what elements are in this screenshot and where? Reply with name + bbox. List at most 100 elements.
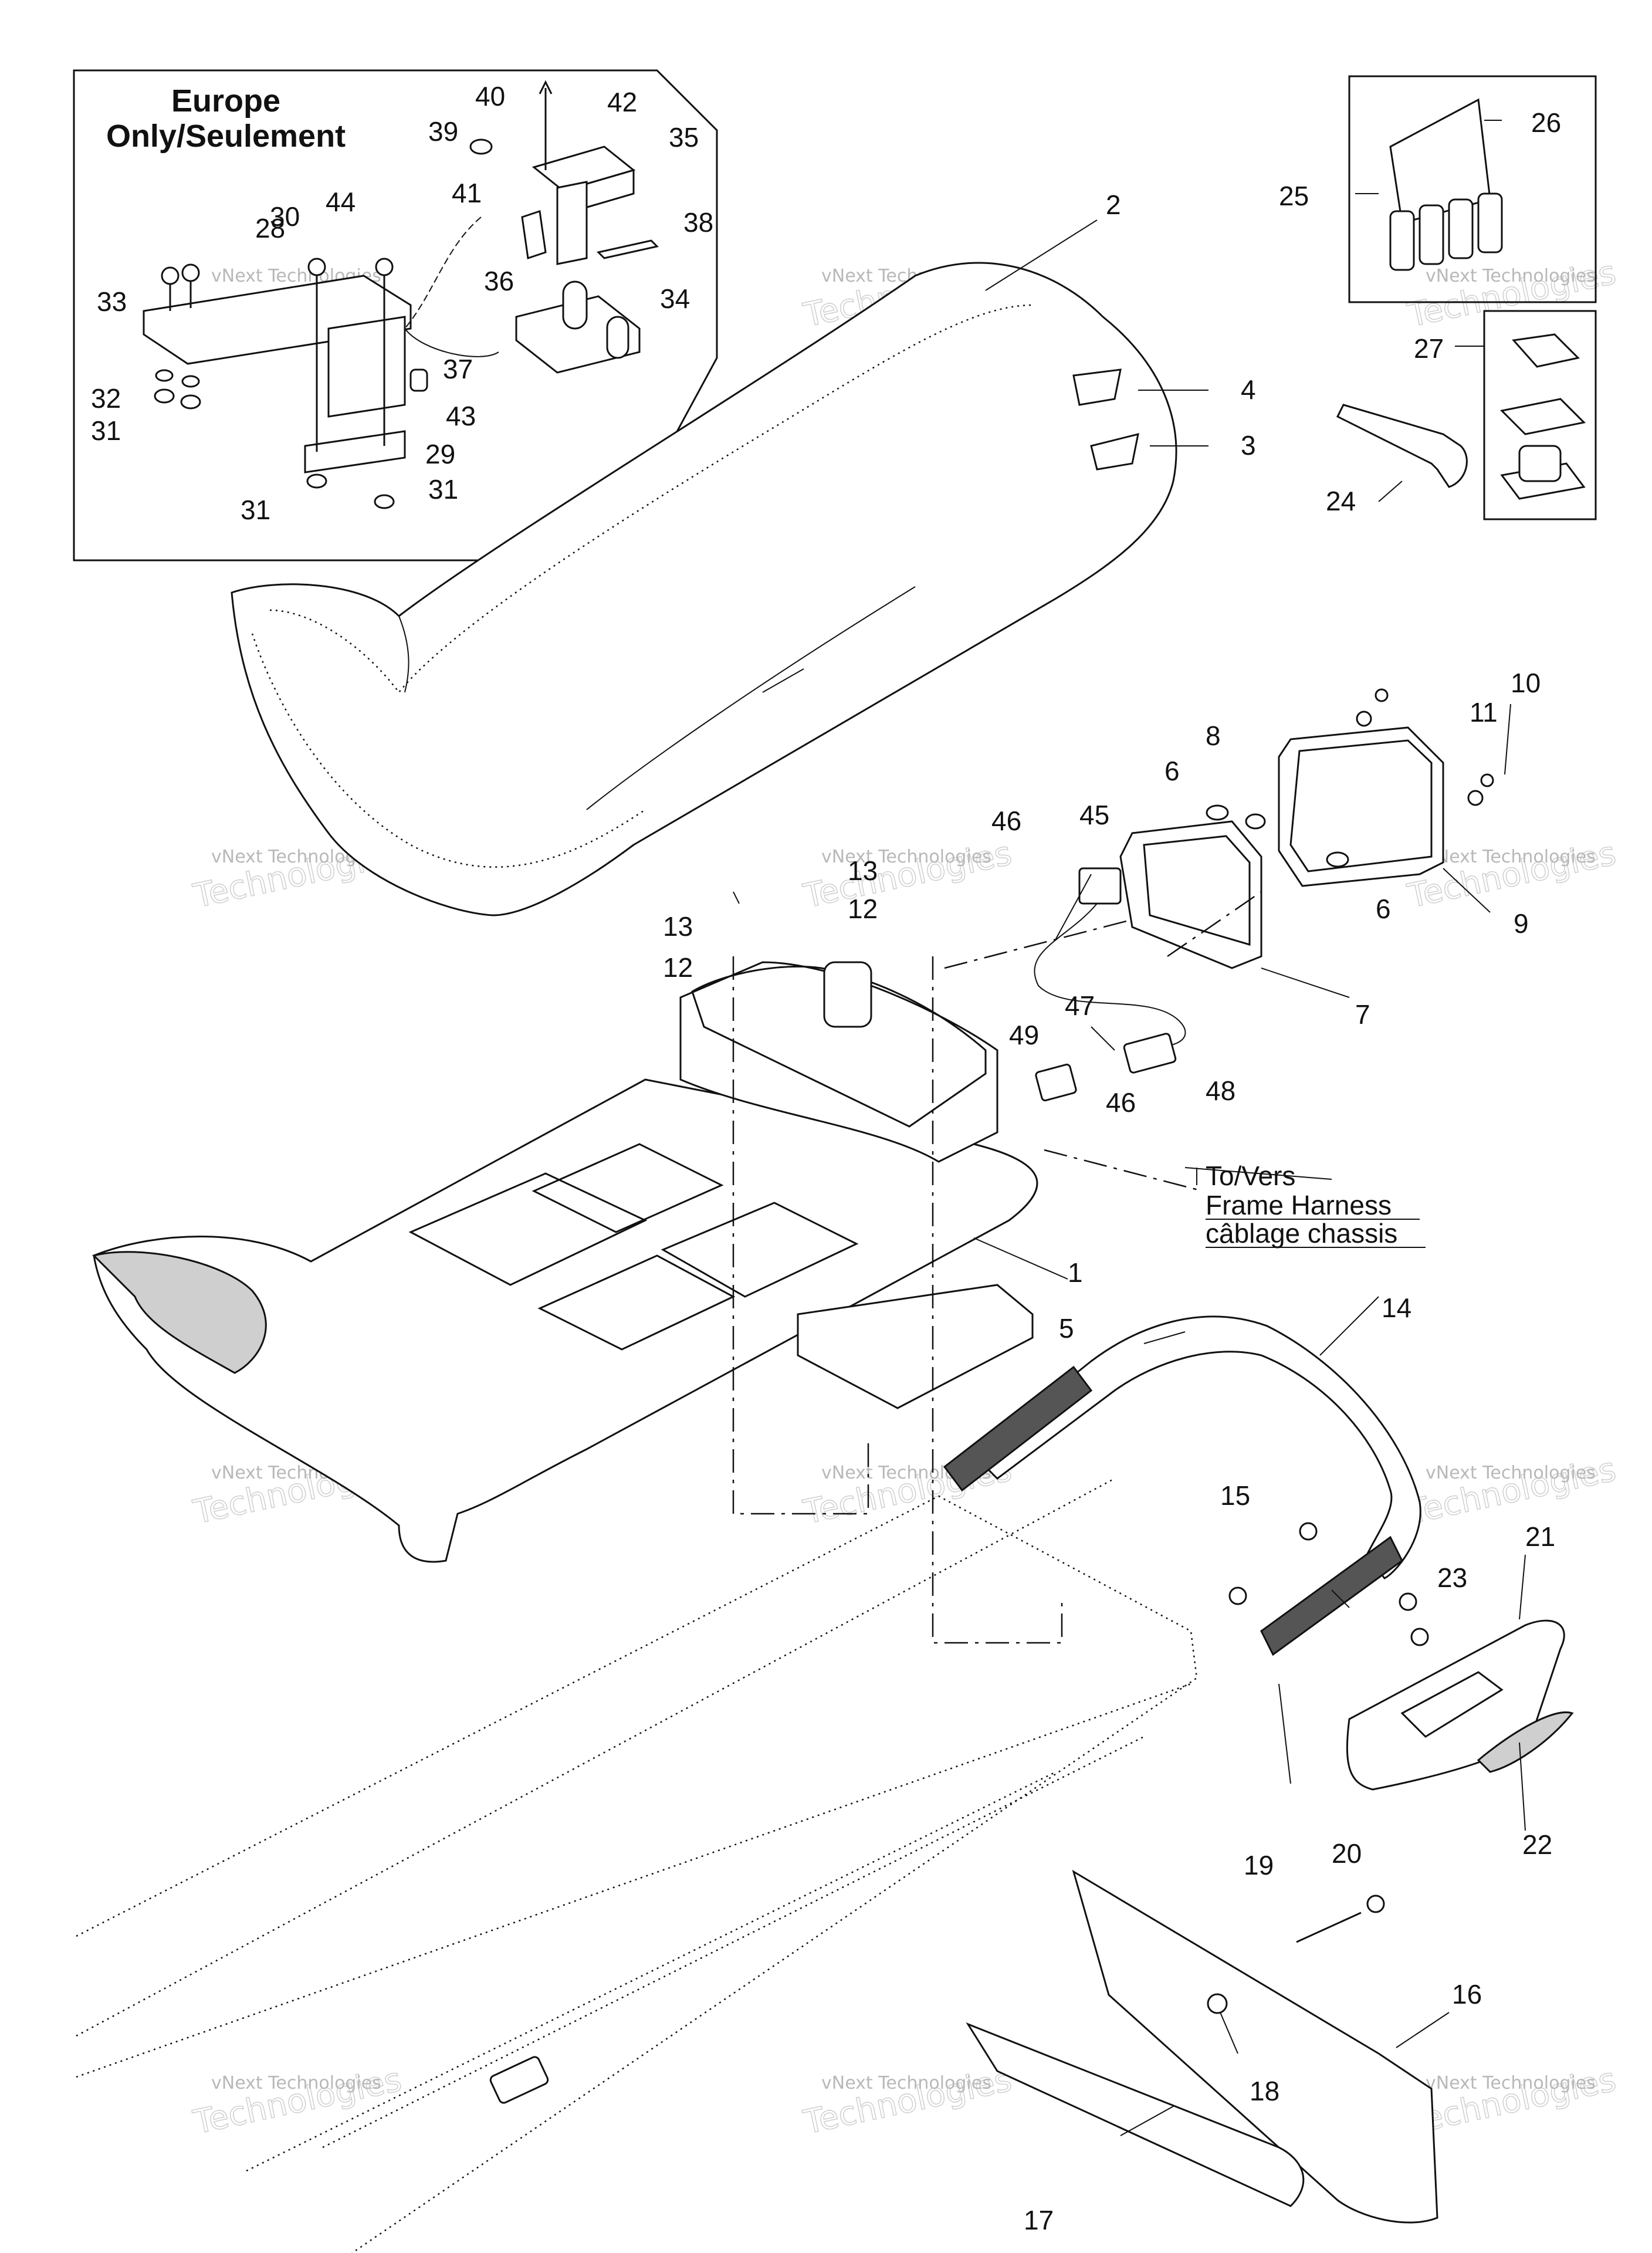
- clip: [521, 210, 547, 259]
- fuse: [1448, 198, 1474, 259]
- storage-latch: [823, 961, 872, 1028]
- callout-44: 44: [326, 187, 356, 217]
- connector: [1078, 867, 1122, 905]
- fuse: [1419, 204, 1444, 265]
- nut: [180, 394, 201, 410]
- nut: [306, 473, 327, 489]
- callout-30: 30: [270, 201, 300, 232]
- nut: [469, 138, 493, 155]
- callout-7: 7: [1355, 999, 1370, 1030]
- screw: [1375, 688, 1389, 702]
- bumper-cap: [1346, 1592, 1574, 1791]
- kit-frame: [1483, 310, 1597, 520]
- callout-25: 25: [1279, 181, 1309, 211]
- harness-note-line1: To/Vers: [1206, 1161, 1295, 1191]
- callout-26: 26: [1531, 107, 1561, 138]
- callout-35: 35: [669, 122, 699, 153]
- callout-43: 43: [446, 401, 476, 431]
- fuse: [1477, 192, 1503, 253]
- mounting-plate: [143, 275, 412, 365]
- fuse-box-frame: [1348, 75, 1597, 303]
- screw: [1399, 1592, 1417, 1611]
- callout-31: 31: [91, 415, 121, 446]
- screw: [1326, 851, 1349, 868]
- taillight-housing: [1119, 820, 1262, 969]
- callout-38: 38: [683, 207, 713, 238]
- callout-37: 37: [443, 354, 473, 384]
- bolt-head: [181, 263, 200, 282]
- connector: [1035, 1063, 1077, 1102]
- watermark-text: vNext Technologies: [821, 2073, 991, 2093]
- reflector: [1477, 1711, 1574, 1773]
- europe-inset: Europe Only/Seulement: [73, 69, 718, 561]
- fastener: [1296, 1912, 1362, 1943]
- accessories: [1336, 75, 1597, 520]
- watermark-text: vNext Technologies: [1426, 2073, 1596, 2093]
- washer: [155, 369, 174, 382]
- callout-39: 39: [428, 116, 458, 147]
- callout-31c: 31: [428, 474, 458, 505]
- callout-19: 19: [1244, 1850, 1274, 1880]
- screw: [1228, 1586, 1247, 1605]
- inset-title-line1: Europe: [171, 83, 280, 119]
- callout-8: 8: [1206, 720, 1221, 751]
- callout-1: 1: [1068, 1257, 1083, 1288]
- screw: [1206, 804, 1229, 821]
- seat-base: [92, 961, 1038, 1563]
- callout-42: 42: [607, 87, 637, 117]
- callout-46b: 46: [1106, 1087, 1136, 1118]
- bracket-plate: [327, 316, 406, 418]
- watermark-text: vNext Technologies: [211, 2073, 381, 2093]
- washer: [1467, 790, 1484, 806]
- taillight-lens: [1278, 726, 1444, 887]
- bolt-head: [375, 258, 394, 276]
- callout-13b: 13: [848, 855, 878, 886]
- callout-22: 22: [1522, 1829, 1552, 1860]
- callout-29: 29: [425, 439, 455, 469]
- lanyard: [404, 216, 482, 329]
- callout-3: 3: [1241, 430, 1256, 461]
- chassis: [76, 1477, 1198, 2253]
- callout-11: 11: [1470, 697, 1498, 728]
- tunnel-slot: [489, 2056, 549, 2104]
- cap: [1518, 445, 1562, 482]
- callout-41: 41: [452, 178, 482, 208]
- callout-12: 12: [663, 952, 693, 983]
- screw: [597, 239, 659, 259]
- callout-47: 47: [1065, 990, 1095, 1021]
- callouts: 1 2 3 4 5 6 6 7 8 9 10 11 12 12 13 13 14…: [91, 81, 1561, 2235]
- callout-40: 40: [475, 81, 505, 111]
- clip-ring: [1366, 1895, 1385, 1913]
- callout-45: 45: [1079, 800, 1109, 830]
- handle-grip: [943, 1365, 1093, 1492]
- callout-14: 14: [1382, 1293, 1411, 1323]
- plate: [1499, 398, 1586, 435]
- screw: [1480, 773, 1494, 787]
- spacer: [409, 368, 428, 392]
- rivet: [1207, 1993, 1228, 2014]
- callout-2: 2: [1106, 190, 1121, 220]
- snow-flap: [966, 1869, 1438, 2224]
- assembly-lines: [732, 891, 1262, 1644]
- grab-handle: [943, 1315, 1421, 1656]
- gasket: [1512, 333, 1580, 368]
- seat-emblem: [1090, 432, 1139, 471]
- screw: [1410, 1628, 1429, 1646]
- bracket-strip: [304, 430, 406, 473]
- callout-24: 24: [1326, 486, 1356, 516]
- harness-note-line2: Frame Harness: [1206, 1190, 1392, 1220]
- callout-12b: 12: [848, 894, 878, 924]
- seat-base-cover: [797, 1284, 1034, 1409]
- callout-27: 27: [1414, 333, 1444, 364]
- callout-4: 4: [1241, 374, 1256, 405]
- bolt-head: [161, 266, 180, 285]
- flap-plate: [966, 2022, 1305, 2207]
- callout-6: 6: [1164, 756, 1180, 786]
